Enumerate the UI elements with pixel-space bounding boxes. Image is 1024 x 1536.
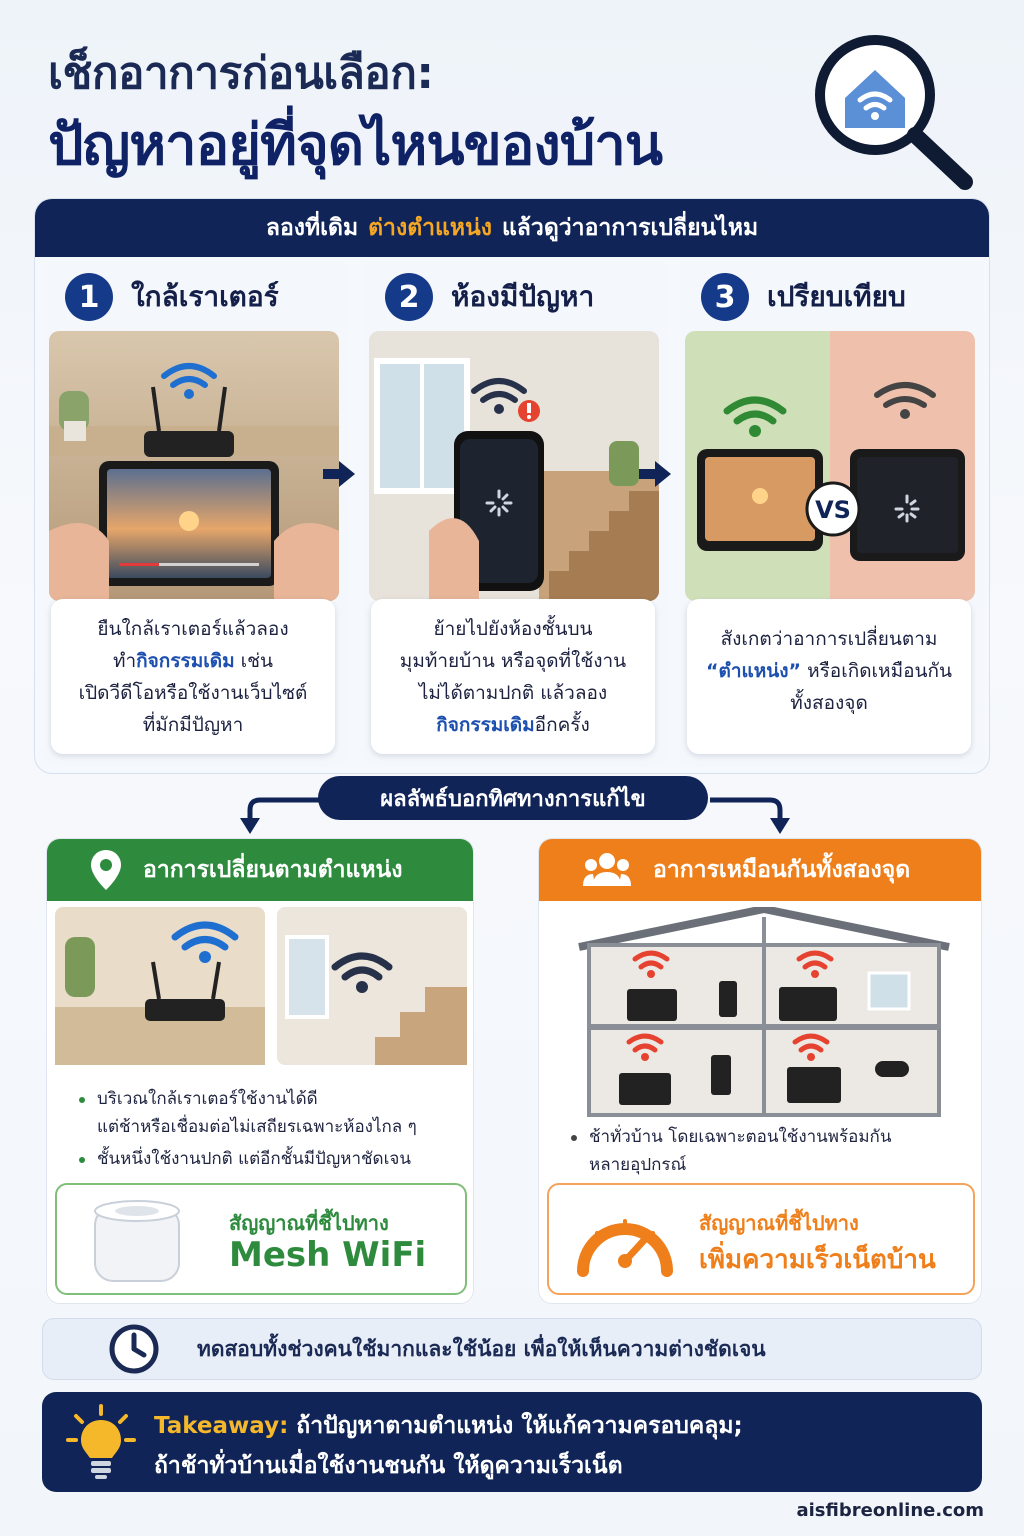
arrow-right-icon [323, 461, 355, 487]
users-icon [583, 853, 631, 886]
location-bullet1-b: แต่ช้าหรือเชื่อมต่อไม่เสถียรเฉพาะห้องไกล… [97, 1117, 417, 1137]
takeaway-bar: Takeaway: ถ้าปัญหาตามตำแหน่ง ให้แก้ความค… [42, 1392, 982, 1492]
list-item: บริเวณใกล้เราเตอร์ใช้งานได้ดี แต่ช้าหรือ… [69, 1085, 469, 1141]
step-description: ยืนใกล้เราเตอร์แล้วลอง ทำกิจกรรมเดิม เช่… [51, 599, 335, 754]
step3-text-b: “ตำแหน่ง” หรือเกิดเหมือนกัน [695, 655, 963, 687]
everywhere-bullet1-b: หลายอุปกรณ์ [589, 1155, 687, 1175]
location-photos [55, 907, 467, 1065]
step-compare: 3 เปรียบเทียบ VS [679, 261, 984, 766]
step2-text-d-post: อีกครั้ง [534, 714, 590, 736]
location-bullet2: ชั้นหนึ่งใช้งานปกติ แต่อีกชั้นมีปัญหาชัด… [97, 1149, 411, 1169]
step2-text-a: ย้ายไปยังห้องชั้นบน [433, 618, 593, 640]
speed-signal-value: เพิ่มความเร็วเน็ตบ้าน [699, 1245, 936, 1275]
lightbulb-icon [66, 1404, 136, 1479]
outcome-everywhere-header: อาการเหมือนกันทั้งสองจุด [539, 839, 981, 901]
title-line1: เช็กอาการก่อนเลือก: [48, 48, 434, 99]
step1-text-a: ยืนใกล้เราเตอร์แล้วลอง [97, 618, 289, 640]
arrow-right-icon [639, 461, 671, 487]
step1-text-b-post: เช่น [234, 650, 274, 672]
step-number: 1 [65, 273, 113, 321]
step-number: 3 [701, 273, 749, 321]
speed-signal-label: สัญญาณที่ชี้ไปทาง [699, 1211, 859, 1235]
step3-text-b-highlight: “ตำแหน่ง” [706, 660, 802, 682]
outcome-location-header: อาการเปลี่ยนตามตำแหน่ง [47, 839, 473, 901]
step-title: ใกล้เราเตอร์ [131, 280, 279, 313]
speed-signal-box: สัญญาณที่ชี้ไปทาง เพิ่มความเร็วเน็ตบ้าน [547, 1183, 975, 1295]
outcome-location-bullets: บริเวณใกล้เราเตอร์ใช้งานได้ดี แต่ช้าหรือ… [69, 1085, 469, 1177]
speedometer-icon [577, 1219, 673, 1277]
takeaway-line2: ถ้าช้าทั่วบ้านเมื่อใช้งานชนกัน ให้ดูความ… [154, 1453, 623, 1479]
mesh-router-icon [94, 1200, 180, 1282]
home-wifi-icon [845, 70, 905, 128]
mesh-signal-value: Mesh WiFi [229, 1235, 427, 1275]
step3-text-b-post: หรือเกิดเหมือนกัน [801, 660, 952, 682]
outcome-location-card: อาการเปลี่ยนตามตำแหน่ง บริเวณใกล้เราเตอร… [46, 838, 474, 1304]
step2-text-d-highlight: กิจกรรมเดิม [436, 714, 535, 736]
banner-text-pre: ลองที่เดิม [265, 215, 359, 241]
list-item: ช้าทั่วบ้าน โดยเฉพาะตอนใช้งานพร้อมกัน หล… [561, 1123, 961, 1179]
step1-text-b-highlight: กิจกรรมเดิม [136, 650, 235, 672]
result-branch-arrows [240, 797, 790, 834]
step3-text-a: สังเกตว่าอาการเปลี่ยนตาม [720, 628, 938, 650]
step1-text-c: เปิดวีดีโอหรือใช้งานเว็บไซต์ [78, 682, 308, 704]
location-pin-icon [91, 850, 121, 890]
timing-tip-bar: ทดสอบทั้งช่วงคนใช้มากและใช้น้อย เพื่อให้… [42, 1318, 982, 1380]
outcome-everywhere-card: อาการเหมือนกันทั้งสองจุด ช้าทั่วบ้าน โดย… [538, 838, 982, 1304]
banner-text-highlight: ต่างตำแหน่ง [368, 215, 492, 241]
list-item: ชั้นหนึ่งใช้งานปกติ แต่อีกชั้นมีปัญหาชัด… [69, 1145, 469, 1173]
footer-site: aisfibreonline.com [796, 1500, 984, 1521]
everywhere-bullet1-a: ช้าทั่วบ้าน โดยเฉพาะตอนใช้งานพร้อมกัน [589, 1127, 892, 1147]
mesh-signal-label: สัญญาณที่ชี้ไปทาง [229, 1211, 389, 1235]
house-devices-illustration [578, 907, 950, 1117]
banner-text-post: แล้วดูว่าอาการเปลี่ยนไหม [501, 215, 759, 241]
step-number: 2 [385, 273, 433, 321]
step1-text-b: ทำกิจกรรมเดิม เช่น [59, 645, 327, 677]
compare-photo: VS [685, 331, 975, 601]
near-router-photo [49, 331, 339, 601]
step2-text-b: มุมท้ายบ้าน หรือจุดที่ใช้งาน [399, 650, 627, 672]
takeaway-line1-text: ถ้าปัญหาตามตำแหน่ง ให้แก้ความครอบคลุม; [288, 1413, 743, 1439]
takeaway-line1: Takeaway: ถ้าปัญหาตามตำแหน่ง ให้แก้ความค… [154, 1408, 743, 1444]
step-title: ห้องมีปัญหา [451, 280, 595, 313]
result-label: ผลลัพธ์บอกทิศทางการแก้ไข [318, 776, 708, 820]
outcome-everywhere-bullets: ช้าทั่วบ้าน โดยเฉพาะตอนใช้งานพร้อมกัน หล… [561, 1123, 961, 1183]
test-banner: ลองที่เดิม ต่างตำแหน่ง แล้วดูว่าอาการเปล… [35, 199, 989, 257]
step2-text-d: กิจกรรมเดิมอีกครั้ง [379, 709, 647, 741]
step3-text-c: ทั้งสองจุด [790, 692, 868, 714]
location-bullet1-a: บริเวณใกล้เราเตอร์ใช้งานได้ดี [97, 1089, 318, 1109]
problem-room-photo [369, 331, 659, 601]
mesh-signal-box: สัญญาณที่ชี้ไปทาง Mesh WiFi [55, 1183, 467, 1295]
vs-badge: VS [815, 496, 851, 524]
step-problem-room: 2 ห้องมีปัญหา [363, 261, 668, 766]
step1-text-d: ที่มักมีปัญหา [142, 714, 244, 736]
step-near-router: 1 ใกล้เราเตอร์ [43, 261, 348, 766]
step1-text-b-pre: ทำ [112, 650, 137, 672]
magnifier-icon [815, 35, 973, 190]
test-section: ลองที่เดิม ต่างตำแหน่ง แล้วดูว่าอาการเปล… [34, 198, 990, 774]
step2-text-c: ไม่ได้ตามปกติ แล้วลอง [418, 682, 608, 704]
step-title: เปรียบเทียบ [767, 280, 906, 313]
takeaway-label: Takeaway: [154, 1413, 289, 1439]
clock-icon [109, 1324, 159, 1374]
step-description: ย้ายไปยังห้องชั้นบน มุมท้ายบ้าน หรือจุดท… [371, 599, 655, 754]
outcome-location-title: อาการเปลี่ยนตามตำแหน่ง [143, 857, 403, 883]
outcome-everywhere-title: อาการเหมือนกันทั้งสองจุด [653, 857, 911, 883]
timing-tip-text: ทดสอบทั้งช่วงคนใช้มากและใช้น้อย เพื่อให้… [197, 1336, 766, 1361]
step-description: สังเกตว่าอาการเปลี่ยนตาม “ตำแหน่ง” หรือเ… [687, 599, 971, 754]
title-line2: ปัญหาอยู่ที่จุดไหนของบ้าน [48, 113, 663, 178]
